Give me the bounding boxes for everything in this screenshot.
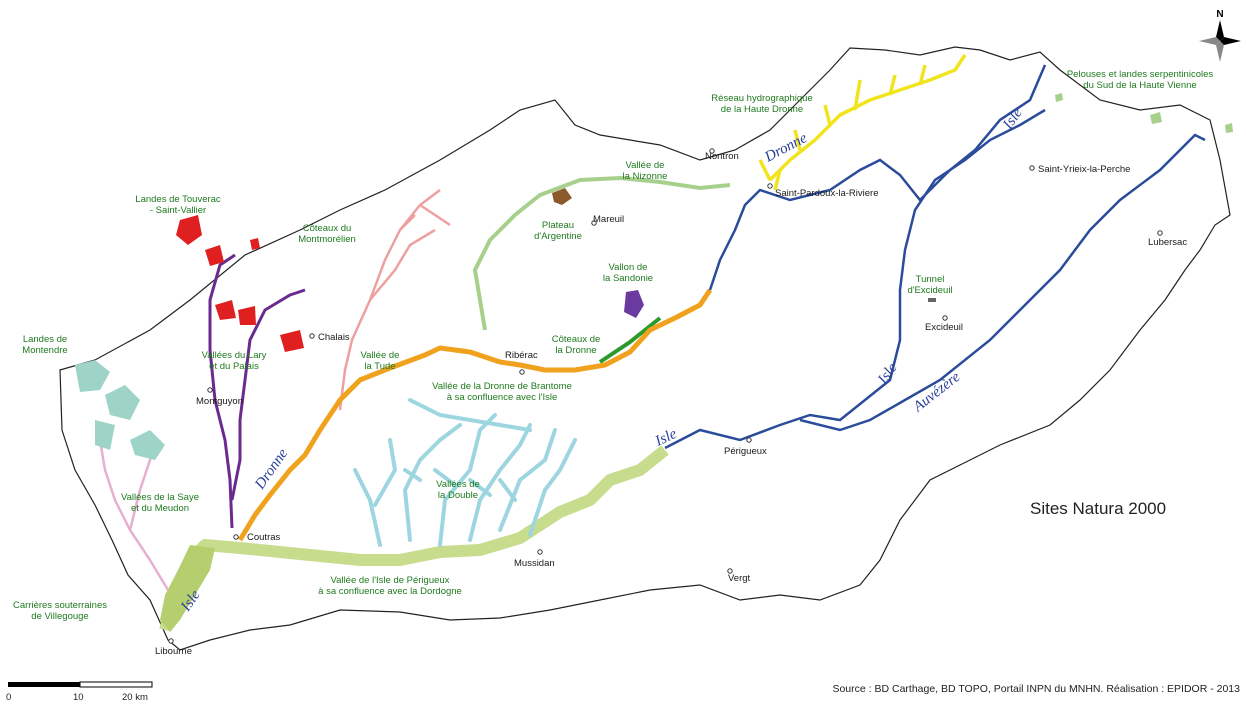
- town-labels: Nontron Saint-Pardoux-la-Riviere Saint-Y…: [155, 151, 1187, 657]
- lary-palais-site: [208, 253, 306, 529]
- town-label-lubersac: Lubersac: [1148, 237, 1187, 248]
- town-label-nontron: Nontron: [705, 151, 739, 162]
- river-label-isle-north: Isle: [1000, 105, 1026, 133]
- auvezere-river: [799, 133, 1206, 432]
- map-title: Sites Natura 2000: [1030, 499, 1166, 518]
- watershed-boundary: [59, 46, 1231, 651]
- river-label-isle-perigueux: Isle: [652, 426, 680, 450]
- scale-tick-10: 10: [73, 692, 84, 703]
- nizonne-valley-site: [472, 175, 731, 331]
- montendre-site: [75, 360, 165, 460]
- haute-dronne-site: [758, 54, 967, 191]
- north-arrow-icon: N: [1199, 9, 1241, 62]
- town-label-saint-yrieix: Saint-Yrieix-la-Perche: [1038, 164, 1130, 175]
- town-label-montguyon: Montguyon: [196, 396, 243, 407]
- town-label-riberac: Ribérac: [505, 350, 538, 361]
- touverac-site: [176, 215, 304, 352]
- town-label-coutras: Coutras: [247, 532, 281, 543]
- coteaux-dronne-site: [598, 316, 662, 364]
- tude-valley-site: [338, 189, 451, 411]
- scale-tick-0: 0: [6, 692, 11, 703]
- town-label-perigueux: Périgueux: [724, 446, 767, 457]
- double-valleys-site: [353, 398, 577, 547]
- town-label-vergt: Vergt: [728, 573, 751, 584]
- town-label-mussidan: Mussidan: [514, 558, 555, 569]
- town-label-chalais: Chalais: [318, 332, 350, 343]
- scale-bar: 0 10 20 km: [6, 681, 153, 703]
- isle-river-north: [708, 64, 1047, 291]
- source-credit: Source : BD Carthage, BD TOPO, Portail I…: [832, 683, 1240, 695]
- scale-tick-20: 20 km: [122, 692, 148, 703]
- dronne-valley-site: [237, 288, 713, 542]
- site-label-touverac: Landes de Touverac- Saint-Vallier: [135, 194, 221, 216]
- north-letter: N: [1216, 9, 1223, 20]
- argentine-site: [552, 188, 572, 205]
- isle-river-middle: [664, 108, 1046, 450]
- pelouses-site: [1055, 93, 1233, 133]
- river-label-isle-middle: Isle: [875, 360, 901, 388]
- sandonie-site: [624, 290, 644, 318]
- town-label-saint-pardoux: Saint-Pardoux-la-Riviere: [775, 188, 878, 199]
- river-label-dronne-north: Dronne: [761, 130, 810, 166]
- libourne-isle-patch: [160, 545, 215, 632]
- town-markers: [168, 148, 1163, 644]
- tunnel-excideuil-site: [928, 298, 936, 302]
- town-label-libourne: Libourne: [155, 646, 192, 657]
- saye-meudon-site: [98, 439, 170, 591]
- town-label-mareuil: Mareuil: [593, 214, 624, 225]
- river-label-dronne-west: Dronne: [252, 446, 292, 493]
- town-label-excideuil: Excideuil: [925, 322, 963, 333]
